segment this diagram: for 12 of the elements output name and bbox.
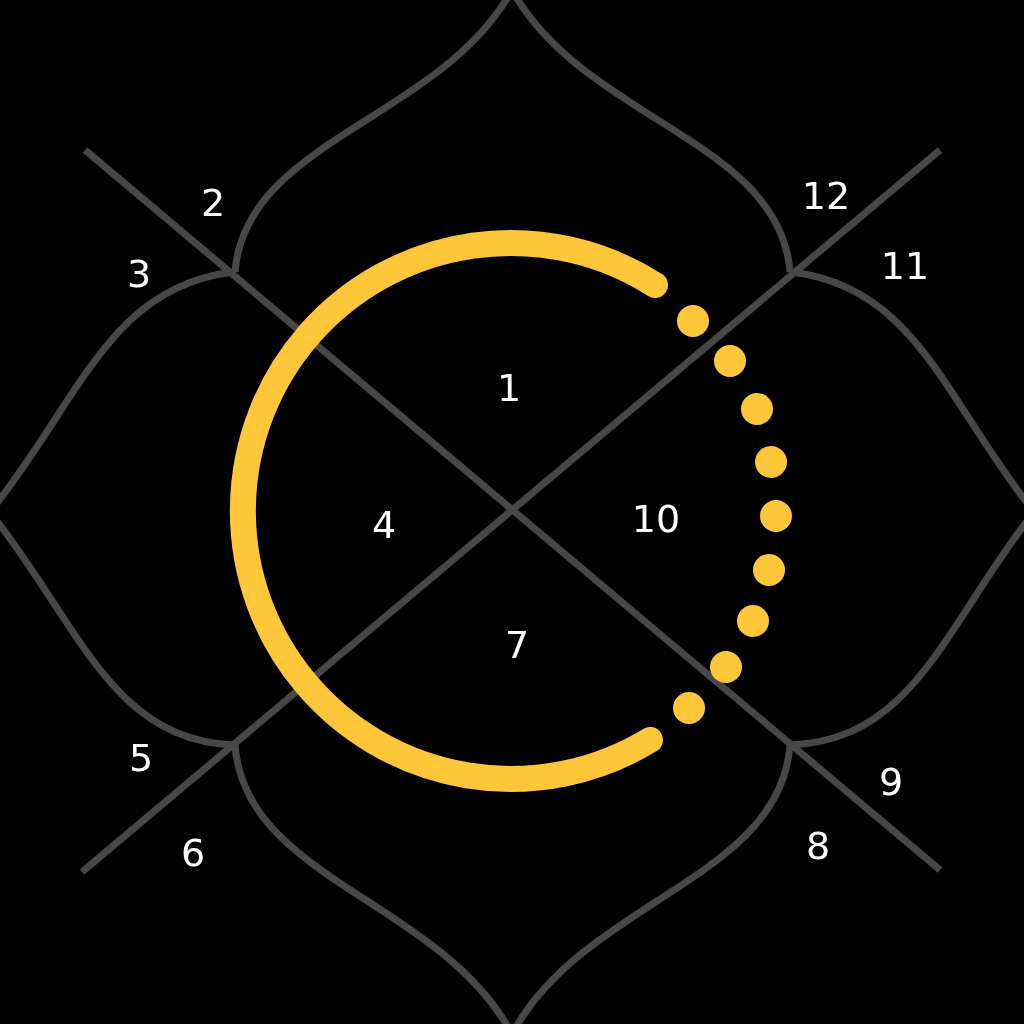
house-number: 7	[504, 626, 530, 664]
house-number: 8	[805, 827, 831, 865]
house-number: 11	[880, 247, 930, 285]
house-number: 10	[631, 500, 681, 538]
house-number: 12	[801, 177, 851, 215]
house-number: 5	[128, 739, 154, 777]
house-number: 4	[371, 506, 397, 544]
house-number: 6	[180, 834, 206, 872]
house-number: 1	[496, 369, 522, 407]
house-number: 3	[126, 255, 152, 293]
house-number: 2	[200, 184, 226, 222]
house-number: 9	[878, 763, 904, 801]
